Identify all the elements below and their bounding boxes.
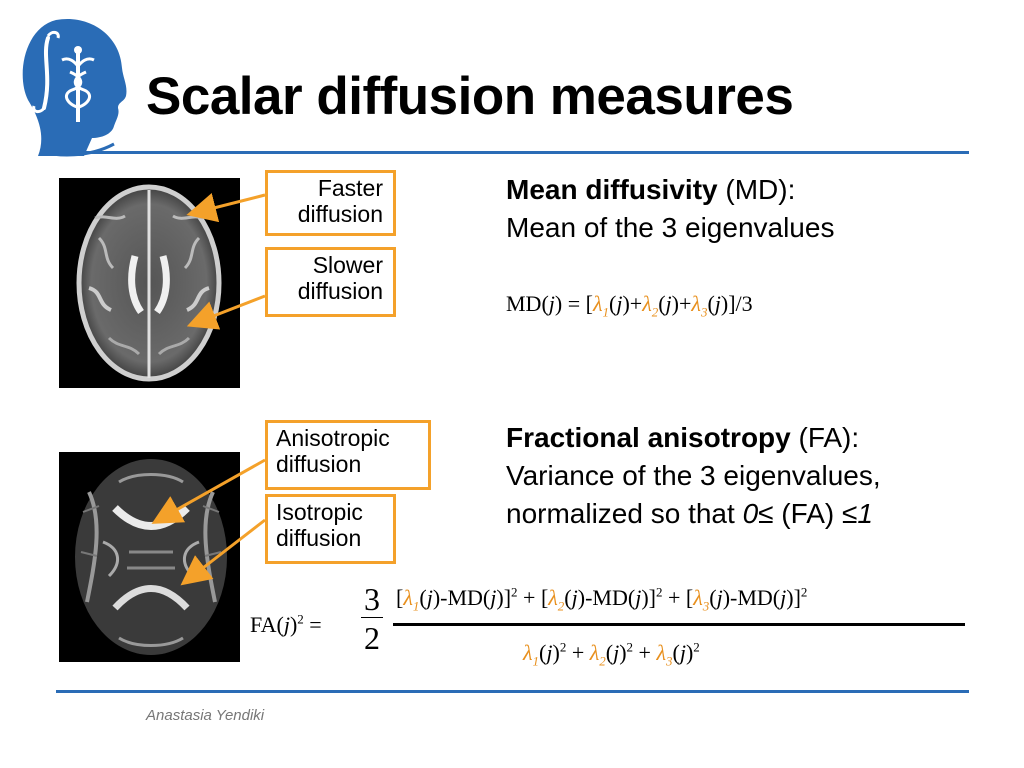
leq-symbol: ≤: [841, 498, 858, 529]
fa-line3-mid: (FA): [773, 498, 842, 529]
fa-coefficient: 3 2: [360, 583, 384, 654]
fa-formula-denominator: λ1(j)2 + λ2(j)2 + λ3(j)2: [523, 639, 700, 669]
fa-zero: 0: [742, 498, 759, 529]
author-name: Anastasia Yendiki: [146, 707, 265, 724]
callout-anisotropic-diffusion: Anisotropic diffusion: [265, 420, 431, 490]
fa-brain-image: [59, 452, 240, 662]
md-brain-image: [59, 178, 240, 388]
callout-line: Isotropic: [276, 499, 363, 525]
fa-line-3: normalized so that 0≤ (FA) ≤1: [506, 495, 881, 533]
md-subtitle: Mean of the 3 eigenvalues: [506, 212, 835, 243]
fa-heading-rest: (FA):: [790, 422, 860, 453]
callout-slower-diffusion: Slower diffusion: [265, 247, 396, 317]
fa-formula-lhs: FA(j)2 =: [250, 611, 322, 637]
fa-one: 1: [857, 498, 873, 529]
md-heading-bold: Mean diffusivity: [506, 174, 718, 205]
callout-line: diffusion: [276, 525, 362, 551]
callout-line: Slower: [312, 252, 383, 278]
callout-line: diffusion: [297, 278, 383, 304]
md-heading-rest: (MD):: [717, 174, 796, 205]
md-formula: MD(j) = [λ1(j)+λ2(j)+λ3(j)]/3: [506, 291, 753, 320]
slicer-logo-icon: [18, 16, 130, 158]
fa-fraction-bar: [393, 623, 965, 626]
callout-line: Anisotropic: [276, 425, 390, 451]
callout-line: diffusion: [276, 451, 362, 477]
fa-line-2: Variance of the 3 eigenvalues,: [506, 460, 881, 491]
callout-line: diffusion: [297, 201, 383, 227]
slide-title: Scalar diffusion measures: [146, 67, 794, 126]
fa-heading-bold: Fractional anisotropy: [506, 422, 791, 453]
footer-divider: [56, 690, 969, 693]
coef-denominator: 2: [364, 620, 380, 656]
leq-symbol: ≤: [758, 498, 774, 529]
fa-description: Fractional anisotropy (FA): Variance of …: [506, 419, 881, 533]
fa-formula-numerator: [λ1(j)-MD(j)]2 + [λ2(j)-MD(j)]2 + [λ3(j)…: [396, 584, 808, 614]
fa-heading: Fractional anisotropy (FA):: [506, 419, 881, 457]
callout-line: Faster: [317, 175, 383, 201]
callout-faster-diffusion: Faster diffusion: [265, 170, 396, 236]
title-divider: [56, 151, 969, 154]
fa-line3-prefix: normalized so that: [506, 498, 743, 529]
coef-numerator: 3: [364, 581, 380, 617]
md-description: Mean diffusivity (MD): Mean of the 3 eig…: [506, 171, 834, 247]
md-heading: Mean diffusivity (MD):: [506, 171, 834, 209]
callout-isotropic-diffusion: Isotropic diffusion: [265, 494, 396, 564]
